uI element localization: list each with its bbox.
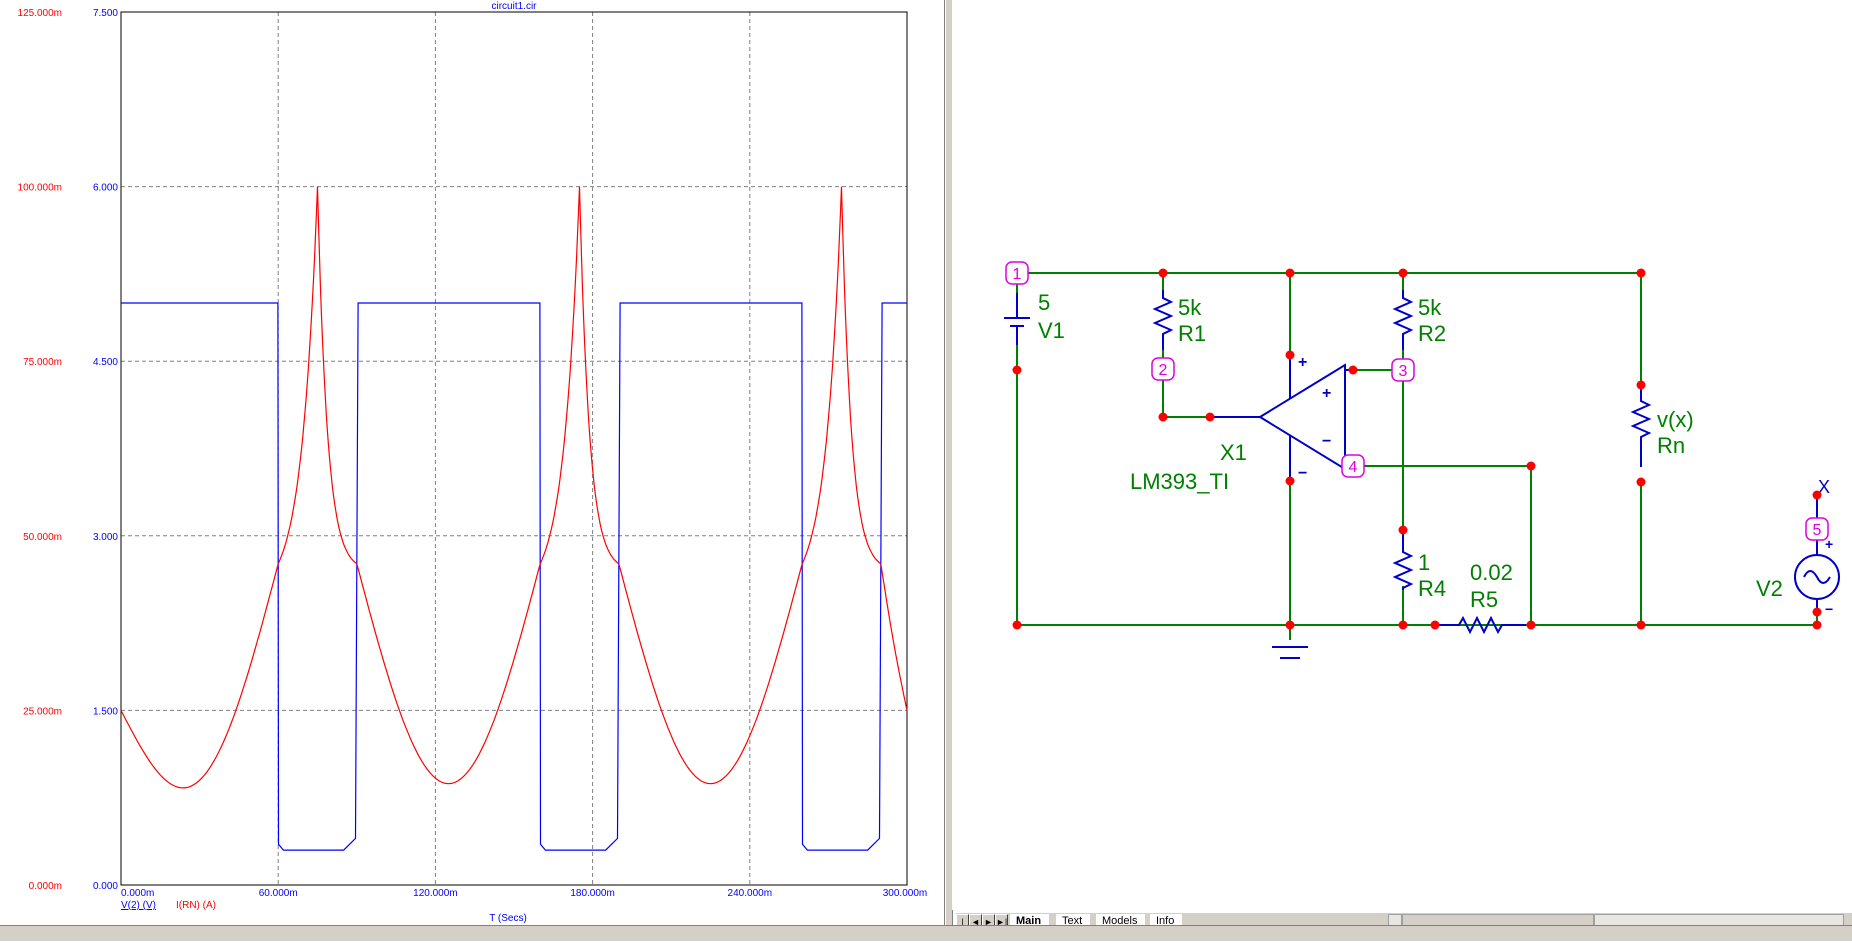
- x1-model: LM393_TI: [1130, 469, 1229, 494]
- series-irn-line: [120, 186, 908, 789]
- schematic-pane[interactable]: + − + − + − X: [952, 0, 1852, 910]
- right-axis-tick-label: 1.500: [93, 706, 118, 717]
- v2-minus: −: [1825, 601, 1833, 617]
- x-axis-tick-label: 0.000m: [121, 888, 154, 899]
- schematic-canvas[interactable]: + − + − + − X: [952, 0, 1852, 910]
- left-axis-tick-label: 125.000m: [18, 8, 62, 19]
- x-axis-ticks: 0.000m 60.000m 120.000m 180.000m 240.000m 300…: [121, 888, 927, 899]
- rn-name: Rn: [1657, 433, 1685, 458]
- left-axis-ticks: 125.000m 100.000m 75.000m 50.000m 25.000m 0.0…: [18, 8, 62, 892]
- series-v2-line: [121, 302, 907, 851]
- r4-name: R4: [1418, 576, 1446, 601]
- r2-resistor-symbol[interactable]: [1392, 290, 1414, 350]
- x-axis-tick-label: 120.000m: [413, 888, 457, 899]
- right-axis-tick-label: 6.000: [93, 183, 118, 194]
- component-labels: 5 V1 5k R1 5k R2 v(x) Rn X1 LM393_TI 1 R…: [1038, 290, 1783, 612]
- x1-input-minus: −: [1322, 433, 1331, 450]
- waveform-plot[interactable]: circuit1.cir 125.000m 100.000m 75.000m 50.0…: [0, 0, 944, 925]
- r1-value: 5k: [1178, 295, 1202, 320]
- r2-name: R2: [1418, 321, 1446, 346]
- node-labels: 1 2 3 4 5: [1005, 261, 1829, 541]
- left-axis-tick-label: 100.000m: [18, 183, 62, 194]
- v1-name: V1: [1038, 318, 1065, 343]
- x1-comparator-symbol[interactable]: [1210, 355, 1353, 481]
- v1-battery-symbol[interactable]: [1004, 293, 1030, 345]
- left-axis-tick-label: 50.000m: [23, 532, 62, 543]
- x-axis-tick-label: 180.000m: [570, 888, 614, 899]
- rn-value: v(x): [1657, 407, 1694, 432]
- v2-x-marker: X: [1818, 477, 1830, 497]
- node-3-label: 3: [1399, 363, 1408, 380]
- left-axis-tick-label: 0.000m: [29, 881, 62, 892]
- x1-supply-plus: +: [1298, 354, 1307, 371]
- rn-resistor-symbol[interactable]: [1630, 385, 1652, 467]
- r5-resistor-symbol[interactable]: [1435, 615, 1526, 635]
- r4-value: 1: [1418, 550, 1430, 575]
- wires: [1016, 272, 1818, 640]
- legend-v2[interactable]: V(2) (V): [121, 900, 156, 911]
- right-axis-tick-label: 0.000: [93, 881, 118, 892]
- v2-plus: +: [1825, 536, 1833, 552]
- plot-pane[interactable]: circuit1.cir 125.000m 100.000m 75.000m 50.0…: [0, 0, 945, 925]
- node-dots: [1012, 268, 1822, 630]
- r4-resistor-symbol[interactable]: [1392, 530, 1414, 590]
- x1-input-plus: +: [1322, 385, 1331, 402]
- right-axis-tick-label: 7.500: [93, 8, 118, 19]
- r5-name: R5: [1470, 587, 1498, 612]
- r1-resistor-symbol[interactable]: [1152, 290, 1174, 350]
- ground-symbol: [1272, 646, 1308, 659]
- r2-value: 5k: [1418, 295, 1442, 320]
- x-axis-tick-label: 300.000m: [883, 888, 927, 899]
- x-axis-tick-label: 60.000m: [259, 888, 298, 899]
- v2-name: V2: [1756, 576, 1783, 601]
- x1-supply-minus: −: [1298, 465, 1307, 482]
- plot-grid: [121, 12, 907, 885]
- r1-name: R1: [1178, 321, 1206, 346]
- x1-name: X1: [1220, 440, 1247, 465]
- right-axis-ticks: 7.500 6.000 4.500 3.000 1.500 0.000: [93, 8, 118, 892]
- plot-title: circuit1.cir: [491, 1, 537, 12]
- r5-value: 0.02: [1470, 560, 1513, 585]
- v1-value: 5: [1038, 290, 1050, 315]
- node-5-label: 5: [1813, 522, 1822, 539]
- v2-ac-source-symbol[interactable]: [1794, 495, 1840, 612]
- legend-irn[interactable]: I(RN) (A): [176, 900, 216, 911]
- x-axis-label: T (Secs): [489, 913, 527, 924]
- x-axis-tick-label: 240.000m: [728, 888, 772, 899]
- right-axis-tick-label: 3.000: [93, 532, 118, 543]
- node-1-label: 1: [1013, 266, 1022, 283]
- status-bar: [0, 925, 1852, 941]
- left-axis-tick-label: 25.000m: [23, 706, 62, 717]
- nav-last-button[interactable]: ►|: [995, 914, 1008, 928]
- node-4-label: 4: [1349, 459, 1358, 476]
- node-2-label: 2: [1159, 362, 1168, 379]
- left-axis-tick-label: 75.000m: [23, 357, 62, 368]
- right-axis-tick-label: 4.500: [93, 357, 118, 368]
- plot-frame: [120, 11, 908, 886]
